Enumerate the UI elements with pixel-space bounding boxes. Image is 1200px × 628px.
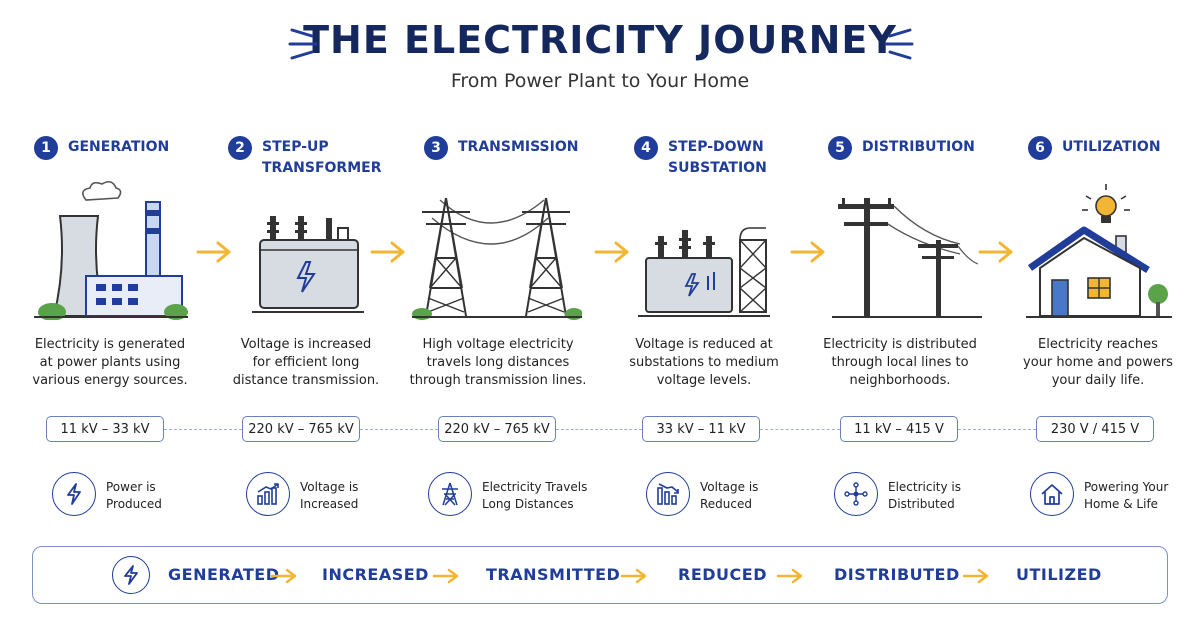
key-label: Power is Produced bbox=[106, 480, 162, 511]
bar-chart-up-icon bbox=[246, 472, 290, 516]
step-title: STEP-UP TRANSFORMER bbox=[262, 139, 382, 176]
voltage-connector bbox=[958, 429, 1036, 430]
bolt-icon bbox=[52, 472, 96, 516]
tower-icon bbox=[428, 472, 472, 516]
step-number: 4 bbox=[634, 136, 658, 160]
voltage-badge: 11 kV – 415 V bbox=[840, 416, 958, 442]
step-5-header: 5 DISTRIBUTION bbox=[828, 136, 975, 160]
step-2-header: 2 STEP-UP TRANSFORMER bbox=[228, 136, 382, 179]
key-label: Voltage is Increased bbox=[300, 480, 359, 511]
flow-word-increased: INCREASED bbox=[322, 565, 429, 584]
voltage-connector bbox=[760, 429, 840, 430]
flow-arrow bbox=[270, 568, 297, 584]
step-4-header: 4 STEP-DOWN SUBSTATION bbox=[634, 136, 767, 179]
key-label: Voltage is Reduced bbox=[700, 480, 759, 511]
voltage-connector bbox=[164, 429, 242, 430]
distribution-poles-illustration bbox=[832, 198, 982, 318]
step-number: 2 bbox=[228, 136, 252, 160]
step-number: 6 bbox=[1028, 136, 1052, 160]
step-title: GENERATION bbox=[68, 139, 170, 155]
home-icon bbox=[1030, 472, 1074, 516]
voltage-badge: 220 kV – 765 kV bbox=[242, 416, 360, 442]
flow-word-transmitted: TRANSMITTED bbox=[486, 565, 621, 584]
step-number: 5 bbox=[828, 136, 852, 160]
title-decoration-left bbox=[288, 28, 318, 60]
page-title: THE ELECTRICITY JOURNEY bbox=[303, 18, 897, 62]
step-5-description: Electricity is distributed through local… bbox=[823, 337, 977, 388]
power-plant-illustration bbox=[34, 180, 188, 320]
key-label: Electricity is Distributed bbox=[888, 480, 962, 511]
voltage-badge: 33 kV – 11 kV bbox=[642, 416, 760, 442]
step-down-substation-illustration bbox=[638, 227, 770, 317]
voltage-badge: 220 kV – 765 kV bbox=[438, 416, 556, 442]
voltage-badge: 230 V / 415 V bbox=[1036, 416, 1154, 442]
step-title: DISTRIBUTION bbox=[862, 139, 975, 155]
transmission-towers-illustration bbox=[412, 197, 582, 320]
flow-summary-bar bbox=[32, 546, 1168, 604]
step-3-header: 3 TRANSMISSION bbox=[424, 136, 578, 160]
step-number: 1 bbox=[34, 136, 58, 160]
voltage-connector bbox=[556, 429, 642, 430]
step-title: TRANSMISSION bbox=[458, 139, 579, 155]
voltage-badge: 11 kV – 33 kV bbox=[46, 416, 164, 442]
flow-arrow bbox=[962, 568, 989, 584]
flow-word-distributed: DISTRIBUTED bbox=[834, 565, 960, 584]
step-1-description: Electricity is generated at power plants… bbox=[32, 337, 188, 388]
key-label: Electricity Travels Long Distances bbox=[482, 480, 588, 511]
bolt-icon bbox=[112, 556, 150, 594]
title-decoration-right bbox=[884, 28, 914, 60]
page-subtitle: From Power Plant to Your Home bbox=[450, 70, 750, 92]
flow-word-utilized: UTILIZED bbox=[1016, 565, 1102, 584]
step-arrow-4 bbox=[790, 241, 825, 263]
network-icon bbox=[834, 472, 878, 516]
step-title: STEP-DOWN SUBSTATION bbox=[668, 139, 767, 176]
step-3-description: High voltage electricity travels long di… bbox=[409, 337, 587, 388]
flow-arrow bbox=[432, 568, 459, 584]
flow-word-reduced: REDUCED bbox=[678, 565, 767, 584]
flow-word-generated: GENERATED bbox=[168, 565, 280, 584]
step-up-transformer-illustration bbox=[252, 216, 364, 313]
step-2-description: Voltage is increased for efficient long … bbox=[232, 337, 380, 388]
step-1-header: 1 GENERATION bbox=[34, 136, 169, 160]
step-arrow-2 bbox=[370, 241, 405, 263]
step-number: 3 bbox=[424, 136, 448, 160]
house-illustration bbox=[1026, 184, 1172, 318]
step-arrow-5 bbox=[978, 241, 1013, 263]
step-arrow-1 bbox=[196, 241, 231, 263]
flow-arrow bbox=[620, 568, 647, 584]
step-arrow-3 bbox=[594, 241, 629, 263]
step-6-description: Electricity reaches your home and powers… bbox=[1023, 337, 1173, 388]
flow-arrow bbox=[776, 568, 803, 584]
step-4-description: Voltage is reduced at substations to med… bbox=[629, 337, 779, 388]
voltage-connector bbox=[360, 429, 438, 430]
step-6-header: 6 UTILIZATION bbox=[1028, 136, 1161, 160]
step-title: UTILIZATION bbox=[1062, 139, 1161, 155]
key-label: Powering Your Home & Life bbox=[1084, 480, 1169, 511]
bar-chart-down-icon bbox=[646, 472, 690, 516]
